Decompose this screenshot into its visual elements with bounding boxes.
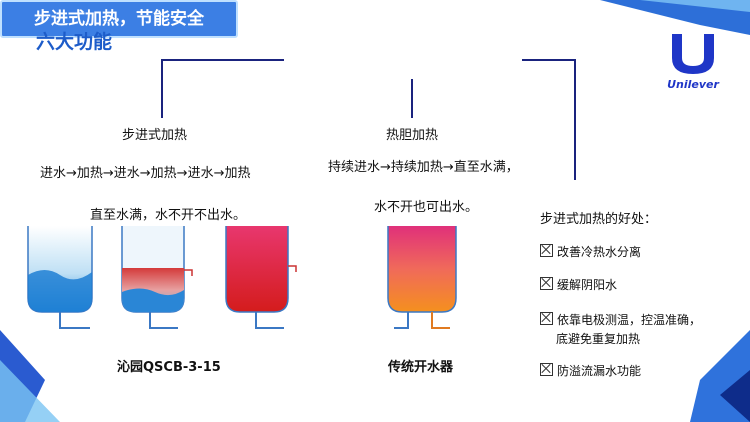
corner-shape-top: [600, 0, 750, 35]
benefit-item: 缓解阴阳水: [540, 276, 617, 293]
checkbox-icon: [540, 277, 553, 290]
tank-heating-label: 热胆加热: [386, 128, 439, 143]
headline-box: 步进式加热，节能安全: [0, 0, 238, 38]
benefit-item: 依靠电极测温，控温准确，: [540, 311, 701, 328]
unilever-logo: Unilever: [666, 32, 720, 92]
stepped-heating-flow: 进水→加热→进水→加热→进水→加热: [40, 166, 251, 181]
benefit-item: 防溢流漏水功能: [540, 362, 641, 379]
tank-heating-result: 水不开也可出水。: [374, 200, 479, 215]
checkbox-icon: [540, 244, 553, 257]
unilever-logo-icon: [672, 34, 714, 74]
tank-heating-flow: 持续进水→持续加热→直至水满，: [328, 160, 519, 175]
benefits-heading: 步进式加热的好处：: [540, 212, 658, 227]
page-title: 六大功能: [36, 31, 113, 53]
corner-shape-bottom-right-dark: [720, 370, 750, 422]
corner-shape-bottom-left-light: [0, 360, 60, 422]
tank-half-heated: [121, 226, 193, 329]
tank-traditional: [387, 226, 457, 329]
caption-traditional: 传统开水器: [388, 360, 454, 375]
checkbox-icon: [540, 363, 553, 376]
stepped-heating-result: 直至水满，水不开不出水。: [90, 208, 247, 223]
stepped-heating-label: 步进式加热: [122, 128, 188, 143]
connector-right: [522, 59, 576, 180]
connector-left: [161, 59, 284, 118]
caption-qinyuan: 沁园QSCB-3-15: [117, 360, 221, 375]
tank-cold: [27, 226, 93, 329]
benefit-item: 改善冷热水分离: [540, 243, 641, 260]
unilever-logo-text: Unilever: [667, 78, 719, 91]
checkbox-icon: [540, 312, 553, 325]
benefit-item-continued: 底避免重复加热: [556, 332, 641, 346]
tank-hot: [225, 226, 297, 329]
corner-shape-top-light: [640, 0, 750, 12]
